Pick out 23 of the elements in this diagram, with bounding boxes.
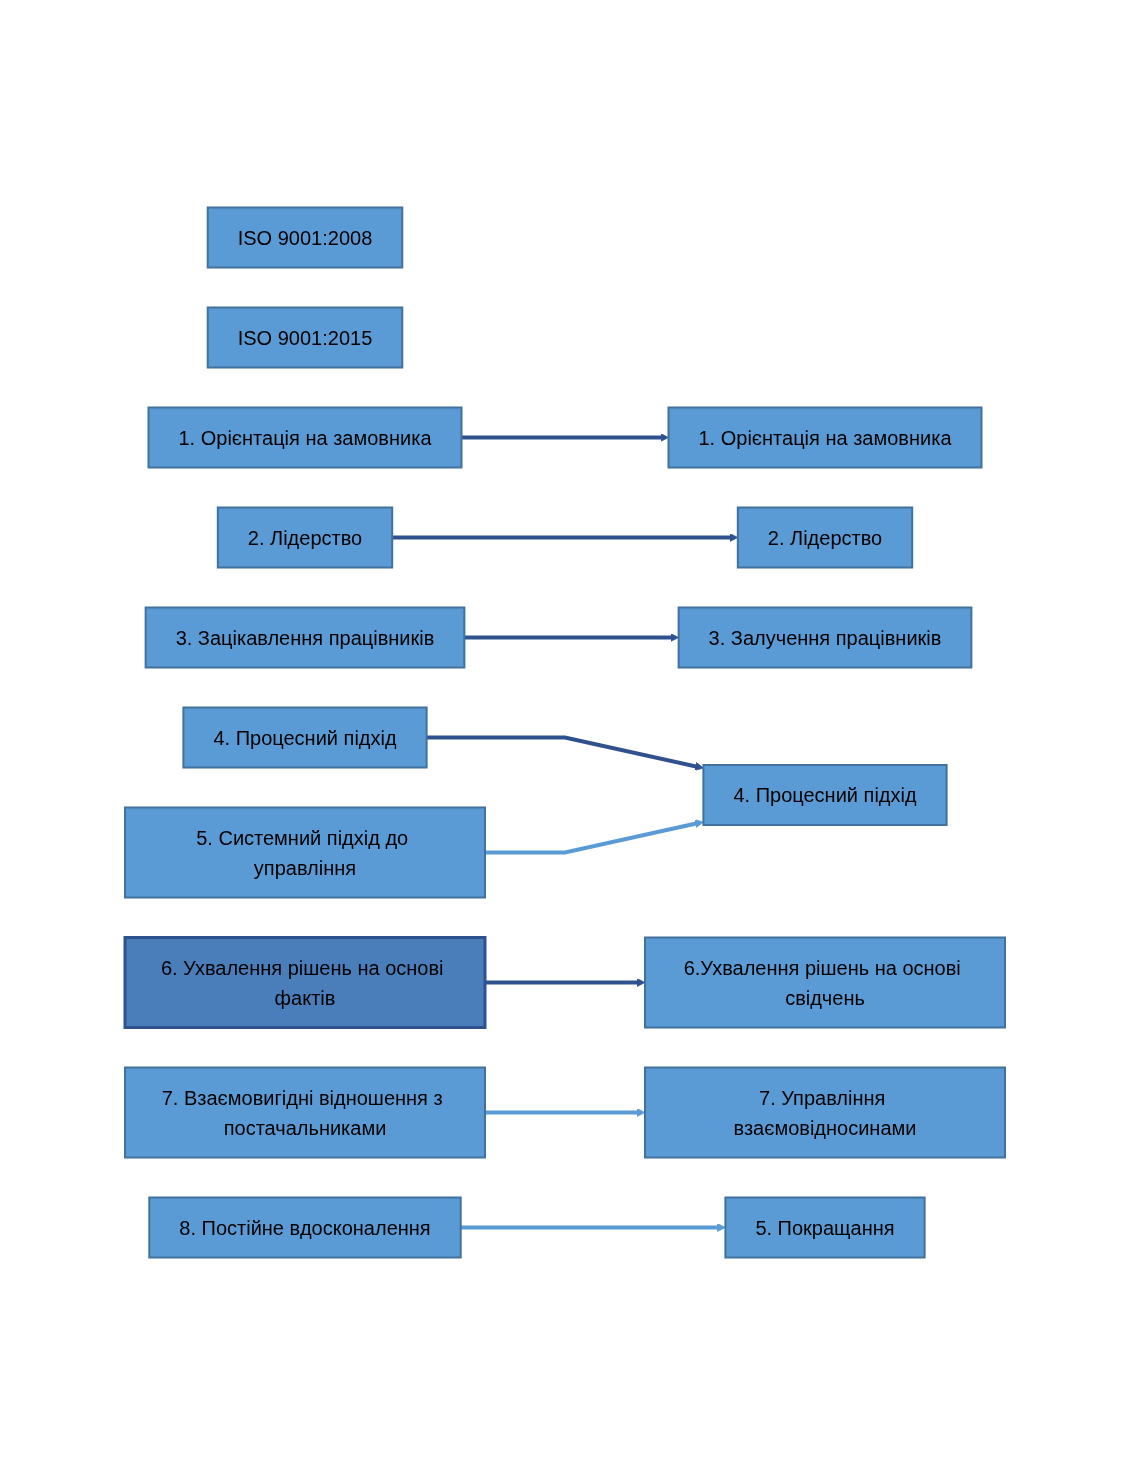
- node-box: 8. Постійне вдосконалення: [147, 1196, 462, 1259]
- node-box: 4. Процесний підхід: [701, 764, 948, 826]
- node-box: 3. Зацікавлення працівників: [144, 606, 465, 669]
- node-box: 2. Лідерство: [216, 506, 393, 569]
- node-box: 5. Покращання: [723, 1196, 926, 1259]
- node-box: 5. Системний підхід до управління: [123, 806, 486, 899]
- node-box: 7. Управління взаємовідносинами: [643, 1066, 1006, 1159]
- arrow: [461, 433, 669, 442]
- arrow: [463, 633, 679, 642]
- arrow: [391, 533, 738, 542]
- node-box: 1. Орієнтація на замовника: [667, 406, 982, 469]
- node-box: 7. Взаємовигідні відношення з постачальниками: [123, 1066, 486, 1159]
- node-box: ISO 9001:2008: [206, 206, 403, 269]
- arrow: [484, 819, 704, 855]
- arrow: [484, 978, 645, 987]
- node-box: 2. Лідерство: [736, 506, 913, 569]
- node-box: 6. Ухвалення рішень на основі фактів: [123, 936, 486, 1029]
- node-box: 6.Ухвалення рішень на основі свідчень: [643, 936, 1006, 1029]
- node-box: 1. Орієнтація на замовника: [147, 406, 462, 469]
- arrow: [484, 1108, 645, 1117]
- node-box: 4. Процесний підхід: [181, 706, 428, 769]
- node-box: ISO 9001:2015: [206, 306, 403, 369]
- node-box: 3. Залучення працівників: [677, 606, 972, 669]
